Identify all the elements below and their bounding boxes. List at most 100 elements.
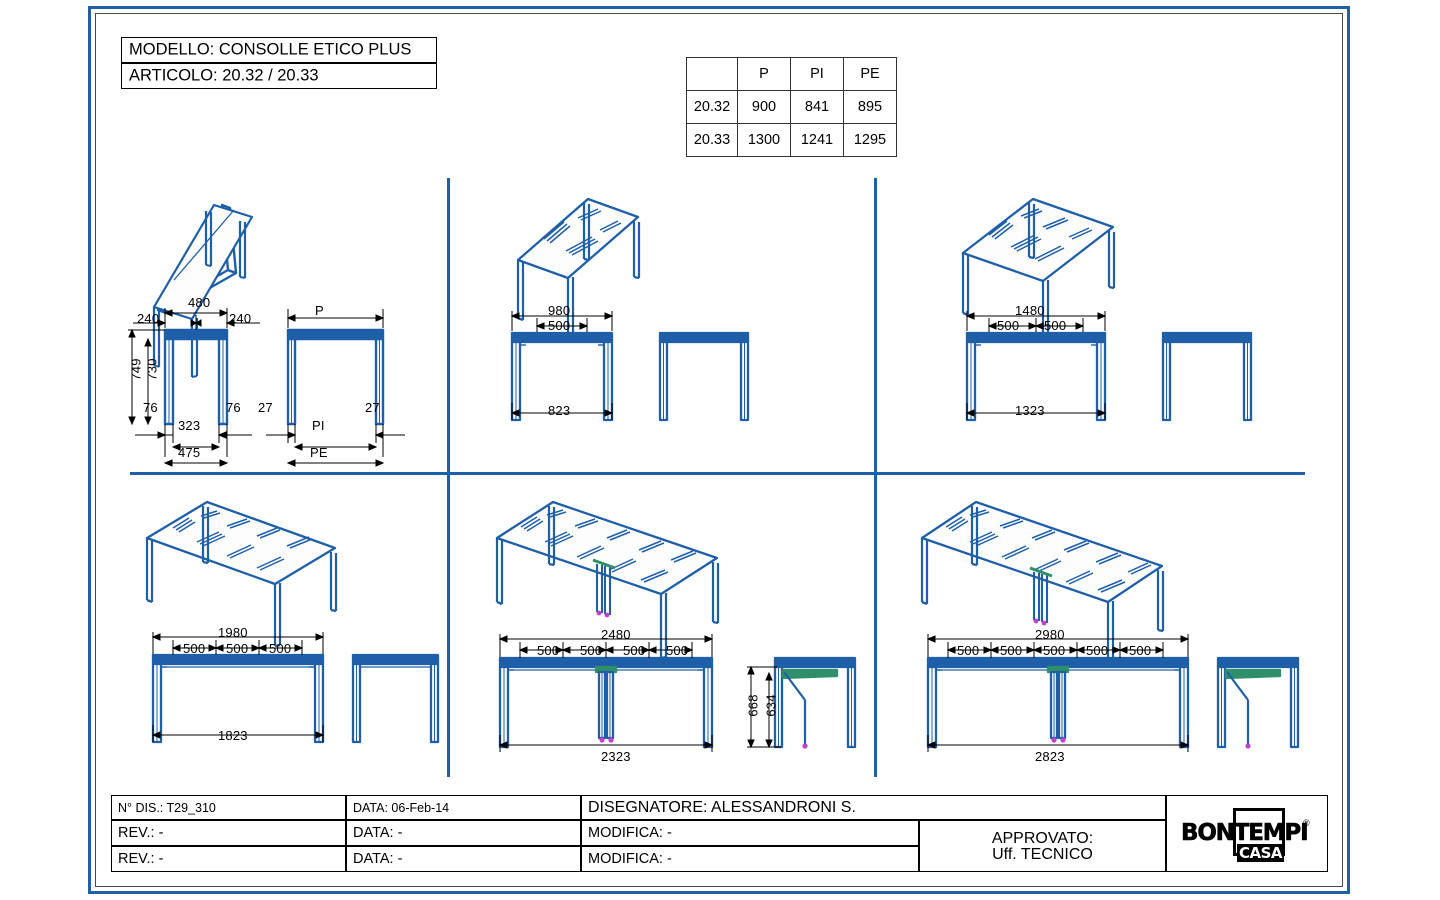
p2-dim-823: 823	[548, 403, 571, 418]
panel6-dimensions	[926, 634, 1190, 752]
spec-col-pi: PI	[790, 57, 844, 91]
p5-dim-2323: 2323	[601, 749, 631, 764]
rev1-label: REV.: -	[118, 825, 164, 841]
spec-row0-pe: 895	[843, 90, 897, 124]
rev2-cell: REV.: -	[111, 846, 346, 872]
p5-dim-500-1: 500	[537, 643, 560, 658]
modifica1-cell: MODIFICA: -	[581, 820, 919, 846]
panel-divider-vertical-3	[447, 472, 450, 777]
isometric-table	[516, 197, 641, 338]
p1-dim-PE: PE	[310, 445, 328, 460]
rev1-cell: REV.: -	[111, 820, 346, 846]
spec-col-blank	[686, 57, 738, 91]
panel4-dimensions	[151, 632, 325, 742]
spec-row1-code: 20.33	[686, 123, 738, 157]
p5-dim-500-2: 500	[580, 643, 603, 658]
panel-divider-horizontal	[130, 472, 1305, 475]
panel-divider-vertical-1	[447, 178, 450, 474]
spec-row0-p: 900	[737, 90, 791, 124]
spec-row0-code: 20.32	[686, 90, 738, 124]
table-header-row: P PI PE	[686, 57, 897, 91]
logo-brand-name: BONTEMPI	[1181, 820, 1309, 847]
modello-box: MODELLO: CONSOLLE ETICO PLUS	[121, 37, 437, 63]
approvato-label: APPROVATO:	[991, 829, 1094, 847]
p1-dim-475: 475	[178, 445, 201, 460]
p2-dim-500: 500	[548, 318, 571, 333]
spec-col-pe: PE	[843, 57, 897, 91]
p1-dim-240-right: 240	[229, 311, 252, 326]
data1-label: DATA: -	[353, 825, 403, 841]
rev2-label: REV.: -	[118, 851, 164, 867]
p1-dim-27-right: 27	[365, 400, 380, 415]
dis-no-cell: N° DIS.: T29_310	[111, 795, 346, 820]
isometric-table	[920, 500, 1165, 668]
side-elevation	[658, 331, 750, 422]
ufficio-label: Uff. TECNICO	[992, 846, 1093, 863]
disegnatore-label: DISEGNATORE: ALESSANDRONI S.	[588, 798, 856, 816]
data-cell: DATA: 06-Feb-14	[346, 795, 581, 820]
disegnatore-cell: DISEGNATORE: ALESSANDRONI S.	[581, 795, 1166, 820]
side-elevation	[286, 328, 385, 426]
p6-dim-500-4: 500	[1086, 643, 1109, 658]
p5-dim-500-4: 500	[666, 643, 689, 658]
p5-dim-634: 634	[763, 694, 779, 717]
p1-dim-730: 730	[144, 358, 160, 381]
data2-label: DATA: -	[353, 851, 403, 867]
modifica1-label: MODIFICA: -	[588, 825, 672, 841]
modifica2-cell: MODIFICA: -	[581, 846, 919, 872]
spec-col-p: P	[737, 57, 791, 91]
p4-dim-500-3: 500	[269, 641, 292, 656]
p5-dim-668: 668	[745, 694, 761, 717]
data2-cell: DATA: -	[346, 846, 581, 872]
sheet-border-inner	[95, 13, 1343, 887]
p4-dim-500-1: 500	[183, 641, 206, 656]
front-elevation	[151, 653, 325, 744]
p1-dim-76-right: 76	[226, 400, 241, 415]
data1-cell: DATA: -	[346, 820, 581, 846]
p1-dim-76-left: 76	[143, 400, 158, 415]
data-label: DATA: 06-Feb-14	[353, 800, 450, 815]
p6-dim-500-3: 500	[1043, 643, 1066, 658]
panel2-dimensions	[510, 311, 614, 420]
p1-dim-480: 480	[188, 295, 211, 310]
p1-dim-27-left: 27	[258, 400, 273, 415]
p3-dim-1480: 1480	[1015, 303, 1045, 318]
panel1-drawings	[128, 203, 405, 467]
p6-dim-500-5: 500	[1129, 643, 1152, 658]
dis-no-label: N° DIS.: T29_310	[118, 800, 216, 815]
p4-dim-1823: 1823	[218, 728, 248, 743]
panel6-drawings	[920, 500, 1300, 752]
panel5-drawings	[495, 500, 857, 752]
panel3-drawings	[961, 197, 1253, 422]
articolo-label: ARTICOLO: 20.32 / 20.33	[129, 66, 319, 85]
panel-divider-vertical-4	[874, 472, 877, 777]
isometric-console	[152, 203, 254, 378]
side-elevation	[351, 653, 440, 744]
p1-dim-P: P	[315, 303, 324, 318]
p2-dim-980: 980	[548, 303, 571, 318]
p1-dim-323: 323	[178, 418, 201, 433]
p1-dim-240-left: 240	[137, 311, 160, 326]
p6-dim-2823: 2823	[1035, 749, 1065, 764]
logo-registered-icon: ®	[1303, 818, 1310, 828]
logo-cell: BONTEMPI ® CASA	[1166, 795, 1328, 872]
panel4-drawings	[145, 500, 440, 744]
panel5-dimensions	[498, 634, 781, 752]
p3-dim-500-1: 500	[997, 318, 1020, 333]
modello-label: MODELLO: CONSOLLE ETICO PLUS	[129, 40, 412, 59]
p5-dim-500-3: 500	[623, 643, 646, 658]
p1-dim-749: 749	[128, 358, 144, 381]
p6-dim-500-2: 500	[1000, 643, 1023, 658]
side-elevation	[1161, 331, 1253, 422]
isometric-table	[961, 197, 1116, 343]
isometric-table	[145, 500, 338, 648]
logo-sub-name: CASA	[1237, 844, 1285, 862]
modifica2-label: MODIFICA: -	[588, 851, 672, 867]
p3-dim-500-2: 500	[1044, 318, 1067, 333]
sheet-border-outer	[88, 6, 1350, 894]
p6-dim-500-1: 500	[957, 643, 980, 658]
front-elevation	[163, 328, 229, 426]
spec-row1-pi: 1241	[790, 123, 844, 157]
p1-dim-PI: PI	[312, 418, 325, 433]
table-row: 20.32 900 841 895	[686, 90, 897, 124]
